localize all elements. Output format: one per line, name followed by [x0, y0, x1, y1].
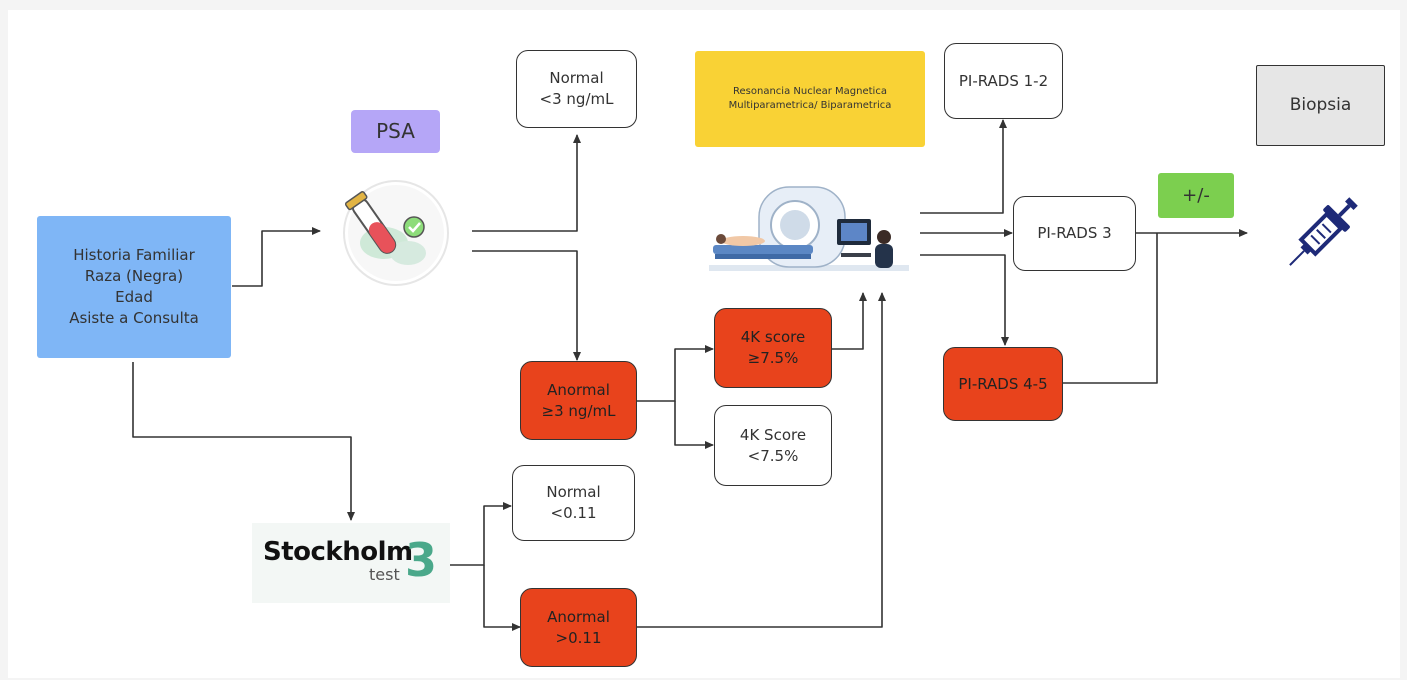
- normal-sth-title: Normal: [546, 483, 601, 501]
- arrow-psa-to-anormal: [472, 250, 581, 361]
- stockholm3-logo: Stockholm test 3: [252, 523, 450, 603]
- risk-factor-familiar: Historia Familiar: [73, 246, 195, 264]
- arrow-stockholm-to-normal: [450, 502, 512, 566]
- anormal-psa-node: Anormal ≥3 ng/mL: [520, 361, 637, 440]
- risk-factor-raza: Raza (Negra): [84, 267, 184, 285]
- anormal-sth-node: Anormal >0.11: [520, 588, 637, 667]
- 4k-score-low-value: <7.5%: [747, 446, 799, 465]
- stockholm-digit: 3: [405, 533, 438, 587]
- arrow-psa-to-normal: [472, 134, 581, 232]
- psa-test-image: [321, 163, 471, 298]
- pirads-1-2-node: PI-RADS 1-2: [944, 43, 1063, 119]
- 4k-score-high-title: 4K score: [740, 328, 806, 346]
- normal-sth-value: <0.11: [550, 504, 597, 522]
- arrow-rm-to-pirads45: [920, 254, 1009, 346]
- pirads-4-5-node: PI-RADS 4-5: [943, 347, 1063, 421]
- normal-psa-value: <3 ng/mL: [539, 90, 614, 108]
- pirads-3-node: PI-RADS 3: [1013, 196, 1136, 271]
- arrow-4k-high-to-rm: [832, 292, 867, 350]
- psa-label: PSA: [351, 110, 440, 153]
- 4k-score-low-title: 4K Score: [739, 425, 807, 444]
- biopsia-label: Biopsia: [1256, 65, 1385, 146]
- mri-scanner-image: [697, 170, 919, 292]
- syringe-icon: [1288, 197, 1358, 266]
- 4k-score-high-value: ≥7.5%: [747, 349, 799, 367]
- arrow-anormal-to-4k-low: [674, 401, 714, 449]
- rm-label: Resonancia Nuclear Magnetica Multiparame…: [695, 51, 925, 147]
- plus-minus-badge: +/-: [1158, 173, 1234, 218]
- anormal-sth-value: >0.11: [555, 628, 602, 647]
- normal-psa-title: Normal: [549, 69, 604, 87]
- anormal-psa-value: ≥3 ng/mL: [541, 401, 616, 420]
- risk-factors-box: Historia Familiar Raza (Negra) Edad Asis…: [37, 216, 231, 358]
- stockholm-brand: Stockholm: [263, 537, 413, 567]
- arrow-anormal-sth-to-rm: [637, 292, 886, 628]
- biopsy-syringe-image: [1249, 162, 1392, 306]
- normal-psa-node: Normal <3 ng/mL: [516, 50, 637, 128]
- arrow-input-to-psa: [232, 227, 321, 287]
- plus-minus-label: +/-: [1182, 185, 1210, 206]
- rm-label-line2: Multiparametrica/ Biparametrica: [728, 100, 892, 111]
- anormal-psa-title: Anormal: [547, 380, 610, 399]
- biopsia-label-text: Biopsia: [1289, 95, 1352, 115]
- normal-sth-node: Normal <0.11: [512, 465, 635, 541]
- 4k-score-high-node: 4K score ≥7.5%: [714, 308, 832, 388]
- arrow-anormal-to-4k-high: [637, 345, 714, 402]
- test-tube-icon: [343, 179, 449, 286]
- pirads-1-2-label: PI-RADS 1-2: [958, 71, 1049, 90]
- stockholm3-wordmark: Stockholm test 3: [261, 533, 441, 591]
- arrow-stockholm-to-anormal: [483, 565, 521, 631]
- psa-label-text: PSA: [376, 119, 415, 143]
- risk-factor-consulta: Asiste a Consulta: [69, 309, 199, 327]
- mri-scanner-icon: [709, 186, 909, 271]
- stockholm-test: test: [369, 565, 400, 584]
- 4k-score-low-node: 4K Score <7.5%: [714, 405, 832, 486]
- risk-factor-edad: Edad: [115, 288, 153, 306]
- arrow-pirads45-to-biopsia: [1063, 233, 1158, 384]
- arrow-input-to-stockholm: [132, 362, 355, 521]
- pirads-3-label: PI-RADS 3: [1037, 224, 1112, 242]
- pirads-4-5-label: PI-RADS 4-5: [958, 374, 1048, 393]
- rm-label-line1: Resonancia Nuclear Magnetica: [733, 86, 887, 97]
- anormal-sth-title: Anormal: [547, 607, 610, 626]
- arrow-rm-to-pirads12: [920, 119, 1007, 214]
